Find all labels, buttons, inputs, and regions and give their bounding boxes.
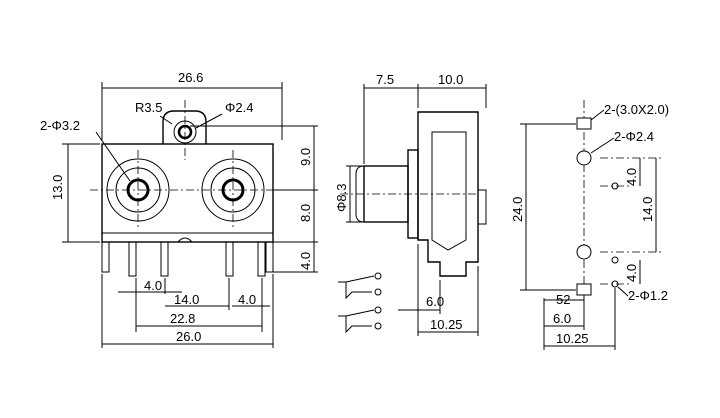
dim-height-left: 13.0	[50, 175, 65, 200]
dim-pcb-height: 24.0	[510, 197, 525, 222]
side-tab	[477, 189, 487, 225]
leader-radius	[159, 115, 173, 125]
pin-1	[128, 241, 137, 277]
dim-pcb-f: 10.25	[556, 331, 589, 346]
dim-bot-b: 10.25	[430, 317, 463, 332]
pcb-pin-hole-2	[611, 256, 619, 264]
dim-right-mid: 8.0	[298, 204, 313, 222]
dim-depth-a: 7.5	[376, 72, 394, 87]
dim-jack-holes: 2-Φ3.2	[40, 118, 80, 133]
switch-schematic	[338, 272, 382, 334]
barrel	[363, 165, 409, 223]
pin-2	[160, 241, 169, 277]
pcb-slot-bot	[576, 283, 592, 296]
leader-holes-bot	[617, 286, 629, 297]
dim-pcb-a: 4.0	[624, 168, 639, 186]
dim-ear-hole: Φ2.4	[225, 100, 253, 115]
leader-slots	[590, 109, 605, 121]
pcb-hole-bot	[576, 244, 592, 260]
dim-pin-a: 4.0	[144, 278, 162, 293]
dim-pcb-d: 52	[556, 292, 570, 307]
dim-bot-a: 6.0	[426, 294, 444, 309]
dim-holes-bot: 2-Φ1.2	[628, 288, 668, 303]
dim-slots: 2-(3.0X2.0)	[604, 102, 669, 117]
dim-pcb-b: 14.0	[640, 197, 655, 222]
front-body-outline	[101, 143, 274, 243]
leader-jack-hole	[95, 131, 131, 182]
dim-pcb-e: 6.0	[553, 311, 571, 326]
leader-holes-top	[590, 137, 615, 154]
pcb-hole-top	[576, 150, 592, 166]
pcb-view: 2-(3.0X2.0) 2-Φ2.4 24.0 4.0 14.0 4.0 2-Φ…	[510, 100, 669, 350]
side-body-inner	[431, 131, 467, 251]
pin-3	[225, 241, 234, 277]
dim-depth-b: 10.0	[438, 72, 463, 87]
left-leg	[101, 241, 110, 273]
dim-pin-span: 22.8	[170, 311, 195, 326]
dim-pin-b: 14.0	[174, 292, 199, 307]
dim-barrel-dia: Φ8.3	[334, 184, 349, 212]
front-view: 26.6 R3.5 Φ2.4 2-Φ3.2 13.0 9.0 8.0 4.0 4…	[40, 70, 318, 348]
pcb-slot-top	[576, 117, 592, 130]
front-mount-ear	[162, 110, 207, 144]
pin-4	[257, 241, 266, 277]
right-leg	[265, 241, 274, 273]
dim-holes-top: 2-Φ2.4	[614, 129, 654, 144]
dim-radius: R3.5	[135, 100, 162, 115]
front-base-notch	[177, 237, 193, 243]
dim-pcb-c: 4.0	[624, 264, 639, 282]
dim-width-top: 26.6	[178, 70, 203, 85]
dim-width-bottom: 26.0	[176, 329, 201, 344]
dim-pin-c: 4.0	[238, 292, 256, 307]
dim-right-bot: 4.0	[298, 252, 313, 270]
side-view: 7.5 10.0 Φ8.3 6.0 10.25	[334, 72, 487, 336]
dim-right-top: 9.0	[298, 148, 313, 166]
